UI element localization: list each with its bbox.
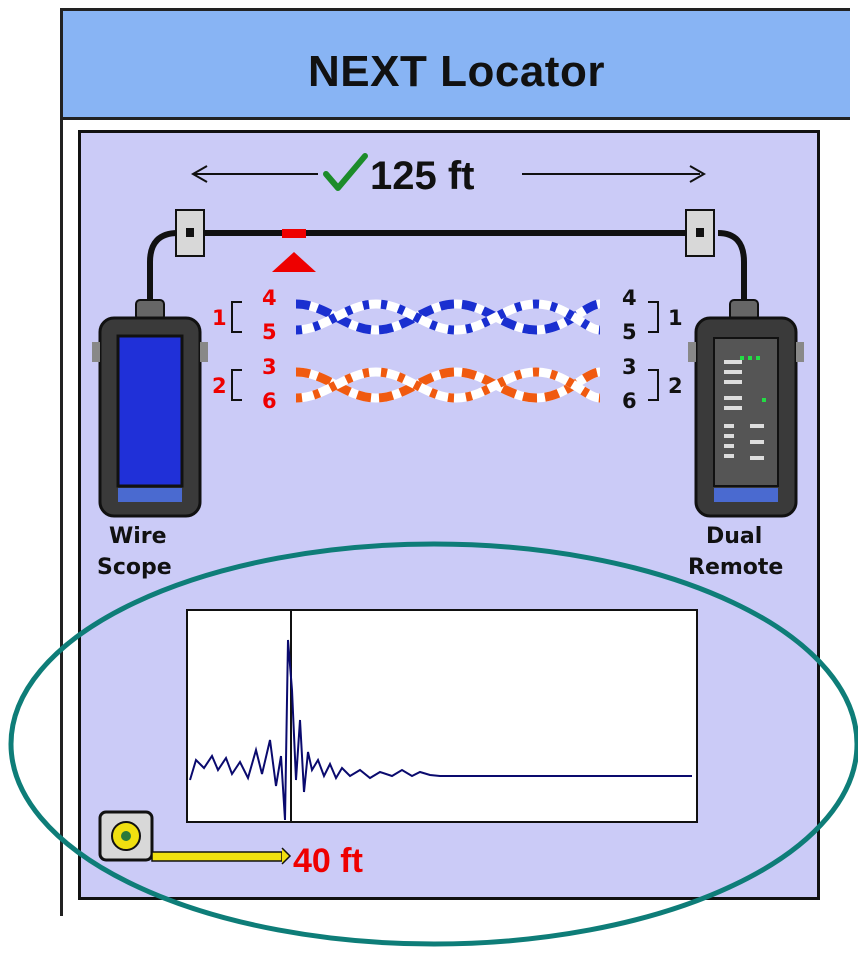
- dual-remote-label-line2: Remote: [688, 555, 783, 580]
- pair-1-left-label: 1: [212, 306, 227, 330]
- connector-left-icon: [175, 209, 205, 257]
- wirescope-label-line1: Wire: [109, 524, 167, 549]
- tape-measure-icon: [98, 810, 292, 865]
- annotation-ellipse: [8, 541, 858, 947]
- pair-1-wire: [295, 299, 601, 335]
- wirescope-label-line2: Scope: [97, 555, 172, 580]
- pair-2-left-label: 2: [212, 374, 227, 398]
- cable-length-label: 125 ft: [370, 154, 475, 198]
- pin-5-right-label: 5: [622, 320, 637, 344]
- fault-marker-icon: [272, 252, 316, 272]
- dual-remote-device-icon: [688, 299, 804, 518]
- next-trace-plot: [186, 609, 698, 823]
- pin-6-right-label: 6: [622, 389, 637, 413]
- title-bar: NEXT Locator: [60, 8, 850, 120]
- pair-1-right-label: 1: [668, 306, 683, 330]
- dual-remote-label-line1: Dual: [706, 524, 762, 549]
- pair-2-right-label: 2: [668, 374, 683, 398]
- cable-link: [147, 229, 747, 300]
- window-title: NEXT Locator: [308, 47, 605, 96]
- pin-6-left-label: 6: [262, 389, 277, 413]
- pair-2-wire: [295, 367, 601, 403]
- fault-segment: [282, 229, 306, 238]
- trace-line: [189, 639, 692, 821]
- fault-distance-label: 40 ft: [293, 842, 363, 880]
- checkmark-icon: [323, 153, 368, 191]
- connector-right-icon: [685, 209, 715, 257]
- pair-brackets: [231, 301, 659, 401]
- pin-3-left-label: 3: [262, 355, 277, 379]
- length-arrow: [190, 165, 707, 183]
- pin-4-left-label: 4: [262, 286, 277, 310]
- pin-5-left-label: 5: [262, 320, 277, 344]
- pin-4-right-label: 4: [622, 286, 637, 310]
- pin-3-right-label: 3: [622, 355, 637, 379]
- wirescope-device-icon: [92, 299, 208, 518]
